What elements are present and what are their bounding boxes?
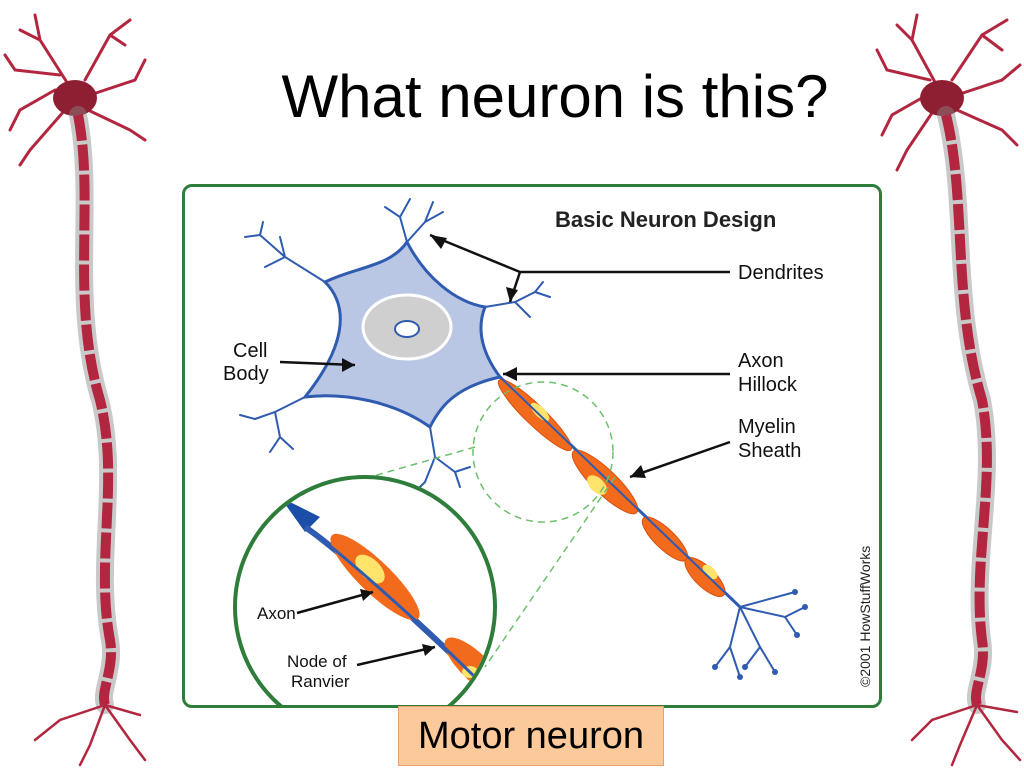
copyright-text: ©2001 HowStuffWorks — [857, 546, 873, 687]
label-axon-hillock-line2: Hillock — [738, 374, 798, 396]
label-myelin-sheath-line2: Sheath — [738, 440, 801, 462]
axon-terminals — [714, 591, 806, 678]
label-myelin-sheath-line1: Myelin — [738, 416, 796, 438]
zoom-indicator — [472, 381, 614, 523]
right-neuron-decoration — [875, 13, 1022, 767]
label-axon-hillock-line1: Axon — [738, 350, 784, 372]
arrow-axon — [296, 590, 374, 615]
label-axon: Axon — [257, 604, 296, 623]
diagram-heading: Basic Neuron Design — [555, 207, 776, 232]
neuron-illustration-icon — [3, 13, 147, 767]
arrow-node-of-ranvier — [356, 645, 436, 667]
slide-title: What neuron is this? — [281, 63, 829, 130]
neuron-diagram-panel: Basic Neuron Design — [182, 184, 882, 708]
answer-label: Motor neuron — [398, 706, 664, 766]
nucleolus — [394, 320, 420, 338]
left-neuron-decoration — [3, 13, 147, 767]
axon-inset-magnifier — [233, 475, 497, 705]
neuron-illustration-icon — [875, 13, 1022, 767]
dendrites-group — [239, 198, 551, 493]
label-dendrites: Dendrites — [738, 262, 824, 284]
label-node-of-ranvier-line1: Node of — [287, 652, 347, 671]
arrow-myelin-sheath — [629, 440, 731, 479]
arrow-dendrites — [429, 233, 730, 303]
label-cell-body-line1: Cell — [233, 340, 267, 362]
neuron-diagram: Basic Neuron Design — [223, 198, 873, 705]
myelin-sheath — [497, 379, 726, 597]
label-cell-body-line2: Body — [223, 363, 269, 385]
label-node-of-ranvier-line2: Ranvier — [291, 672, 350, 691]
